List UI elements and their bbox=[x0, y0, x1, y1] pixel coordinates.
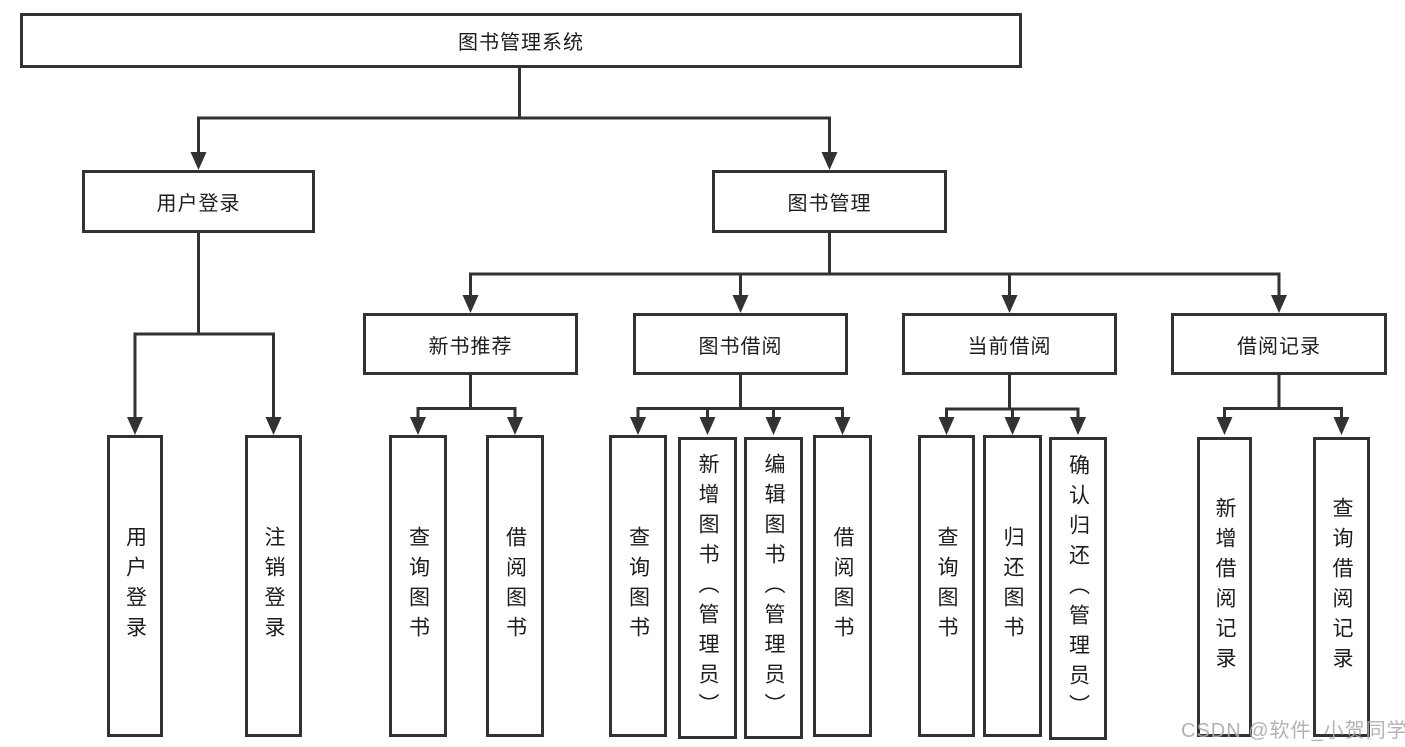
watermark-text: CSDN @软件_小贺同学 bbox=[1181, 720, 1405, 742]
node-library-system: 图书管理系统 bbox=[20, 13, 1022, 68]
leaf-borrow-add-books-admin: 新增图书（管理员） bbox=[678, 437, 737, 739]
leaf-logout: 注销登录 bbox=[245, 435, 302, 737]
leaf-records-add-record: 新增借阅记录 bbox=[1197, 437, 1252, 737]
node-borrowing-records: 借阅记录 bbox=[1171, 313, 1387, 375]
node-current-borrowing: 当前借阅 bbox=[902, 313, 1117, 375]
leaf-borrow-borrow-books: 借阅图书 bbox=[813, 435, 872, 737]
leaf-newbook-query-books: 查询图书 bbox=[389, 435, 447, 737]
leaf-current-query-books: 查询图书 bbox=[918, 435, 975, 737]
leaf-current-return-books: 归还图书 bbox=[983, 435, 1042, 737]
leaf-borrow-query-books: 查询图书 bbox=[609, 435, 667, 737]
leaf-borrow-edit-books-admin: 编辑图书（管理员） bbox=[744, 437, 803, 739]
node-book-borrowing: 图书借阅 bbox=[633, 313, 848, 375]
leaf-current-confirm-return-admin: 确认归还（管理员） bbox=[1049, 437, 1107, 740]
leaf-newbook-borrow-books: 借阅图书 bbox=[486, 435, 544, 737]
leaf-user-login: 用户登录 bbox=[107, 435, 163, 737]
node-user-login: 用户登录 bbox=[82, 170, 315, 233]
leaf-records-query-record: 查询借阅记录 bbox=[1313, 437, 1370, 737]
node-book-management: 图书管理 bbox=[712, 170, 947, 233]
node-new-book-recommend: 新书推荐 bbox=[363, 313, 578, 375]
